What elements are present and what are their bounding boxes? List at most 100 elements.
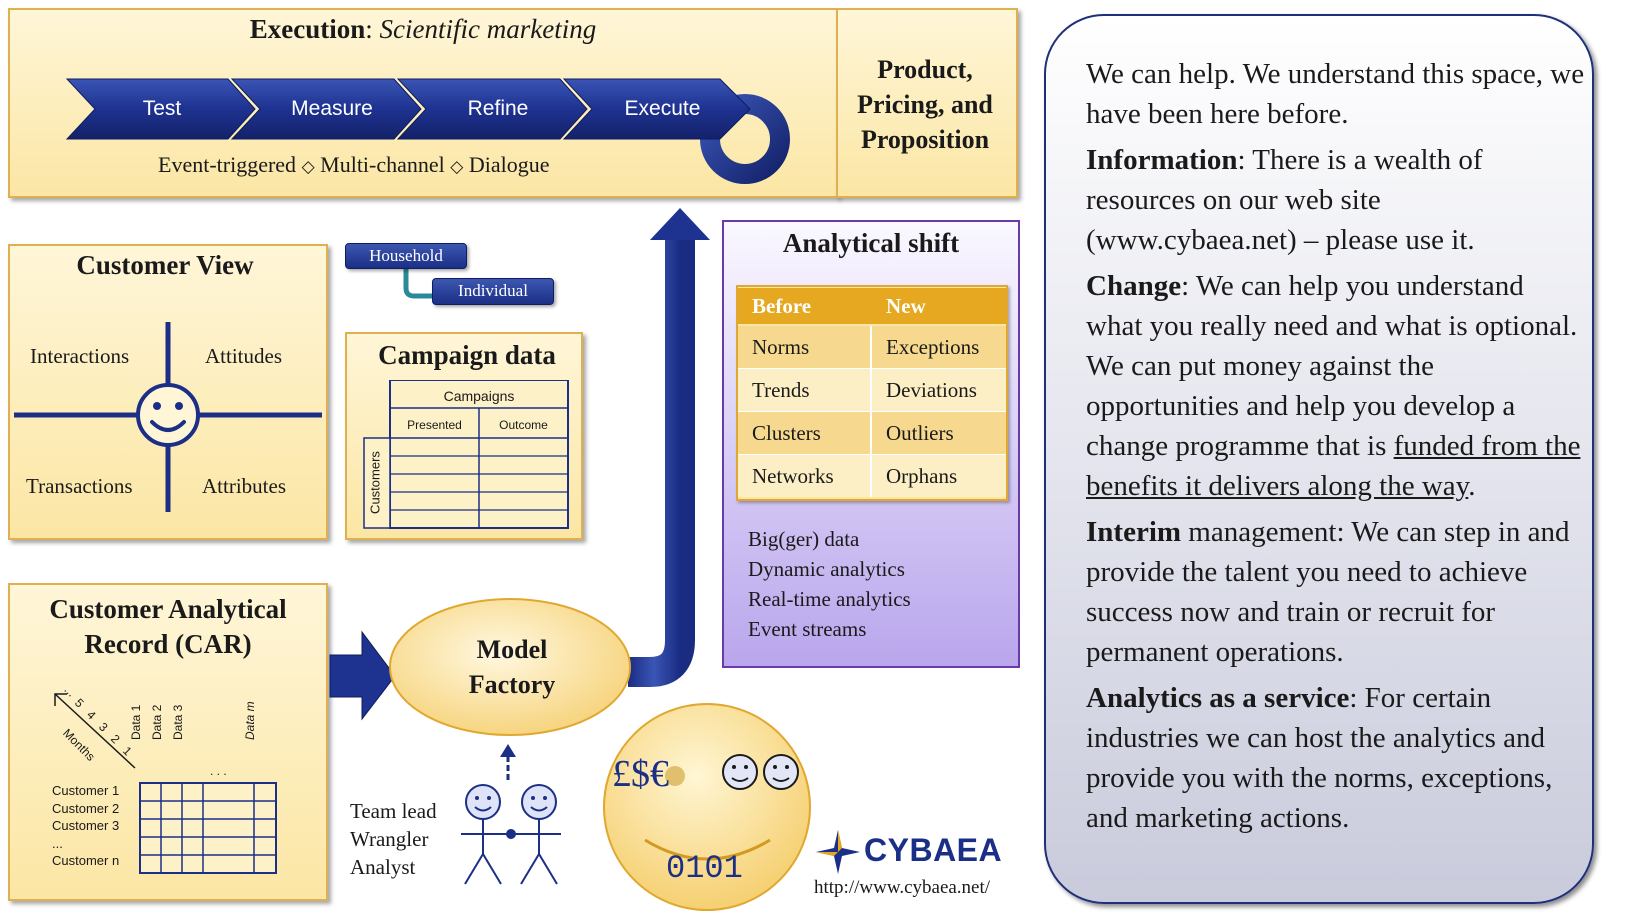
interim-text: management: We can step in and provide t… [1086,516,1570,668]
row-before: Networks [738,455,872,497]
list-item: Event streams [748,617,867,641]
diamond-separator: ◇ [301,157,315,176]
household-box: Household [345,243,467,269]
car-title: Customer Analytical Record (CAR) [10,592,326,662]
execution-process-arrows [65,78,790,184]
aas-label: Analytics as a service [1086,682,1350,714]
outcome-header: Outcome [499,418,548,432]
step-test-label: Test [142,97,182,120]
car-customer-n: Customer n [52,853,120,868]
aas-text: : For certain industries we can host the… [1086,682,1553,834]
row-new: Exceptions [886,335,980,359]
car-customer-2: Customer 2 [52,800,120,816]
info-intro: We can help. We understand this space, w… [1086,58,1585,130]
team-roles: Team lead Wrangler Analyst [350,797,437,881]
interim-label: Interim [1086,516,1182,548]
change-label: Change [1086,270,1182,302]
analyst-label: Analyst [350,855,416,879]
campaign-data-title: Campaign data [378,340,556,370]
car-to-model-arrow [329,630,396,721]
table-row: Networks Orphans [738,455,1006,497]
table-row: Clusters Outliers [738,412,1006,455]
execution-title: Execution: Scientific marketing [8,14,838,45]
presented-header: Presented [407,418,462,432]
product-pricing-panel [836,8,1018,198]
execution-title-bold: Execution [249,14,366,44]
customer-view-quadrant-diagram [14,322,322,512]
individual-box: Individual [432,278,554,305]
info-text: We can help. We understand this space, w… [1086,54,1586,844]
execution-attributes: Event-triggered ◇ Multi-channel ◇ Dialog… [158,152,550,178]
information-text: : There is a wealth of resources on our … [1086,144,1483,256]
row-before: Clusters [738,412,872,454]
hierarchy-connector [403,266,436,299]
currency-symbols: £$€ [612,753,669,795]
model-to-execution-arrow [628,238,695,687]
team-stick-figures-icon [461,784,561,885]
execution-title-italic: Scientific marketing [379,14,597,44]
product-pricing-proposition: Product, Pricing, and Proposition [836,52,1014,157]
header-before: Before [752,294,812,318]
flow-arrows [329,208,710,780]
model-factory-line-2: Factory [468,670,556,699]
campaign-data-grid [363,380,569,529]
info-change: Change: We can help you understand what … [1086,266,1586,506]
info-aas: Analytics as a service: For certain indu… [1086,678,1586,838]
row-new: Outliers [886,421,954,445]
chevron-execute [562,78,751,140]
step-refine-label: Refine [467,97,529,120]
info-interim: Interim management: We can step in and p… [1086,512,1586,672]
cv-attributes-label: Attributes [202,474,286,498]
car-title-line-1: Customer Analytical [49,594,287,624]
car-customer-3: Customer 3 [52,818,120,833]
information-label: Information [1086,144,1238,176]
ppp-line-1: Product, [877,55,973,84]
info-panel [1044,14,1594,904]
chevron-refine [396,78,588,140]
diamond-separator: ◇ [450,157,464,176]
execution-title-colon: : [365,14,380,44]
ppp-line-2: Pricing, and [857,90,993,119]
cv-transactions-label: Transactions [26,474,133,498]
car-customer-ellipsis: ... [52,835,63,851]
table-row: Trends Deviations [738,369,1006,412]
list-item: Dynamic analytics [748,557,905,581]
customer-view-title: Customer View [76,250,254,280]
cv-interactions-label: Interactions [30,344,130,368]
cybaea-logo-text: CYBAEA [864,832,1003,868]
binary-digits: 0101 [666,850,743,887]
table-row: Norms Exceptions [738,326,1006,369]
wrangler-label: Wrangler [350,827,429,851]
car-grid [54,693,277,874]
cybaea-logo-icon [816,830,860,874]
bullet-event-triggered: Event-triggered [158,152,297,177]
change-underline: funded from the benefits it delivers alo… [1086,430,1581,502]
chevron-test [65,78,256,140]
ppp-line-3: Proposition [860,125,990,154]
customer-row-labels: Customer 1 Customer 2 Customer 3 ... Cus… [52,782,119,870]
shift-table-header: Before New [738,288,1006,324]
step-measure-label: Measure [291,97,373,120]
row-before: Norms [738,326,872,368]
big-smiley-face-icon [603,703,811,911]
cybaea-url[interactable]: http://www.cybaea.net/ [814,877,991,898]
header-new: New [886,294,926,318]
row-before: Trends [738,369,872,411]
change-end: . [1468,470,1476,502]
campaigns-header: Campaigns [443,388,515,404]
model-factory-ellipse [389,598,631,736]
car-title-line-2: Record (CAR) [84,629,252,659]
bullet-dialogue: Dialogue [468,152,550,177]
bullet-multi-channel: Multi-channel [320,152,445,177]
analytical-shift-title: Analytical shift [782,228,960,258]
car-customer-1: Customer 1 [52,783,120,798]
list-item: Real-time analytics [748,587,911,611]
data-col-ellipsis: . . . [210,764,227,778]
step-execute-label: Execute [624,97,701,120]
list-item: Big(ger) data [748,527,860,551]
model-factory-line-1: Model [476,635,548,664]
analytical-shift-list: Big(ger) data Dynamic analytics Real-tim… [748,524,911,644]
row-new: Deviations [886,378,977,402]
customer-smiley-icon [136,383,200,447]
chevron-measure [230,78,422,140]
